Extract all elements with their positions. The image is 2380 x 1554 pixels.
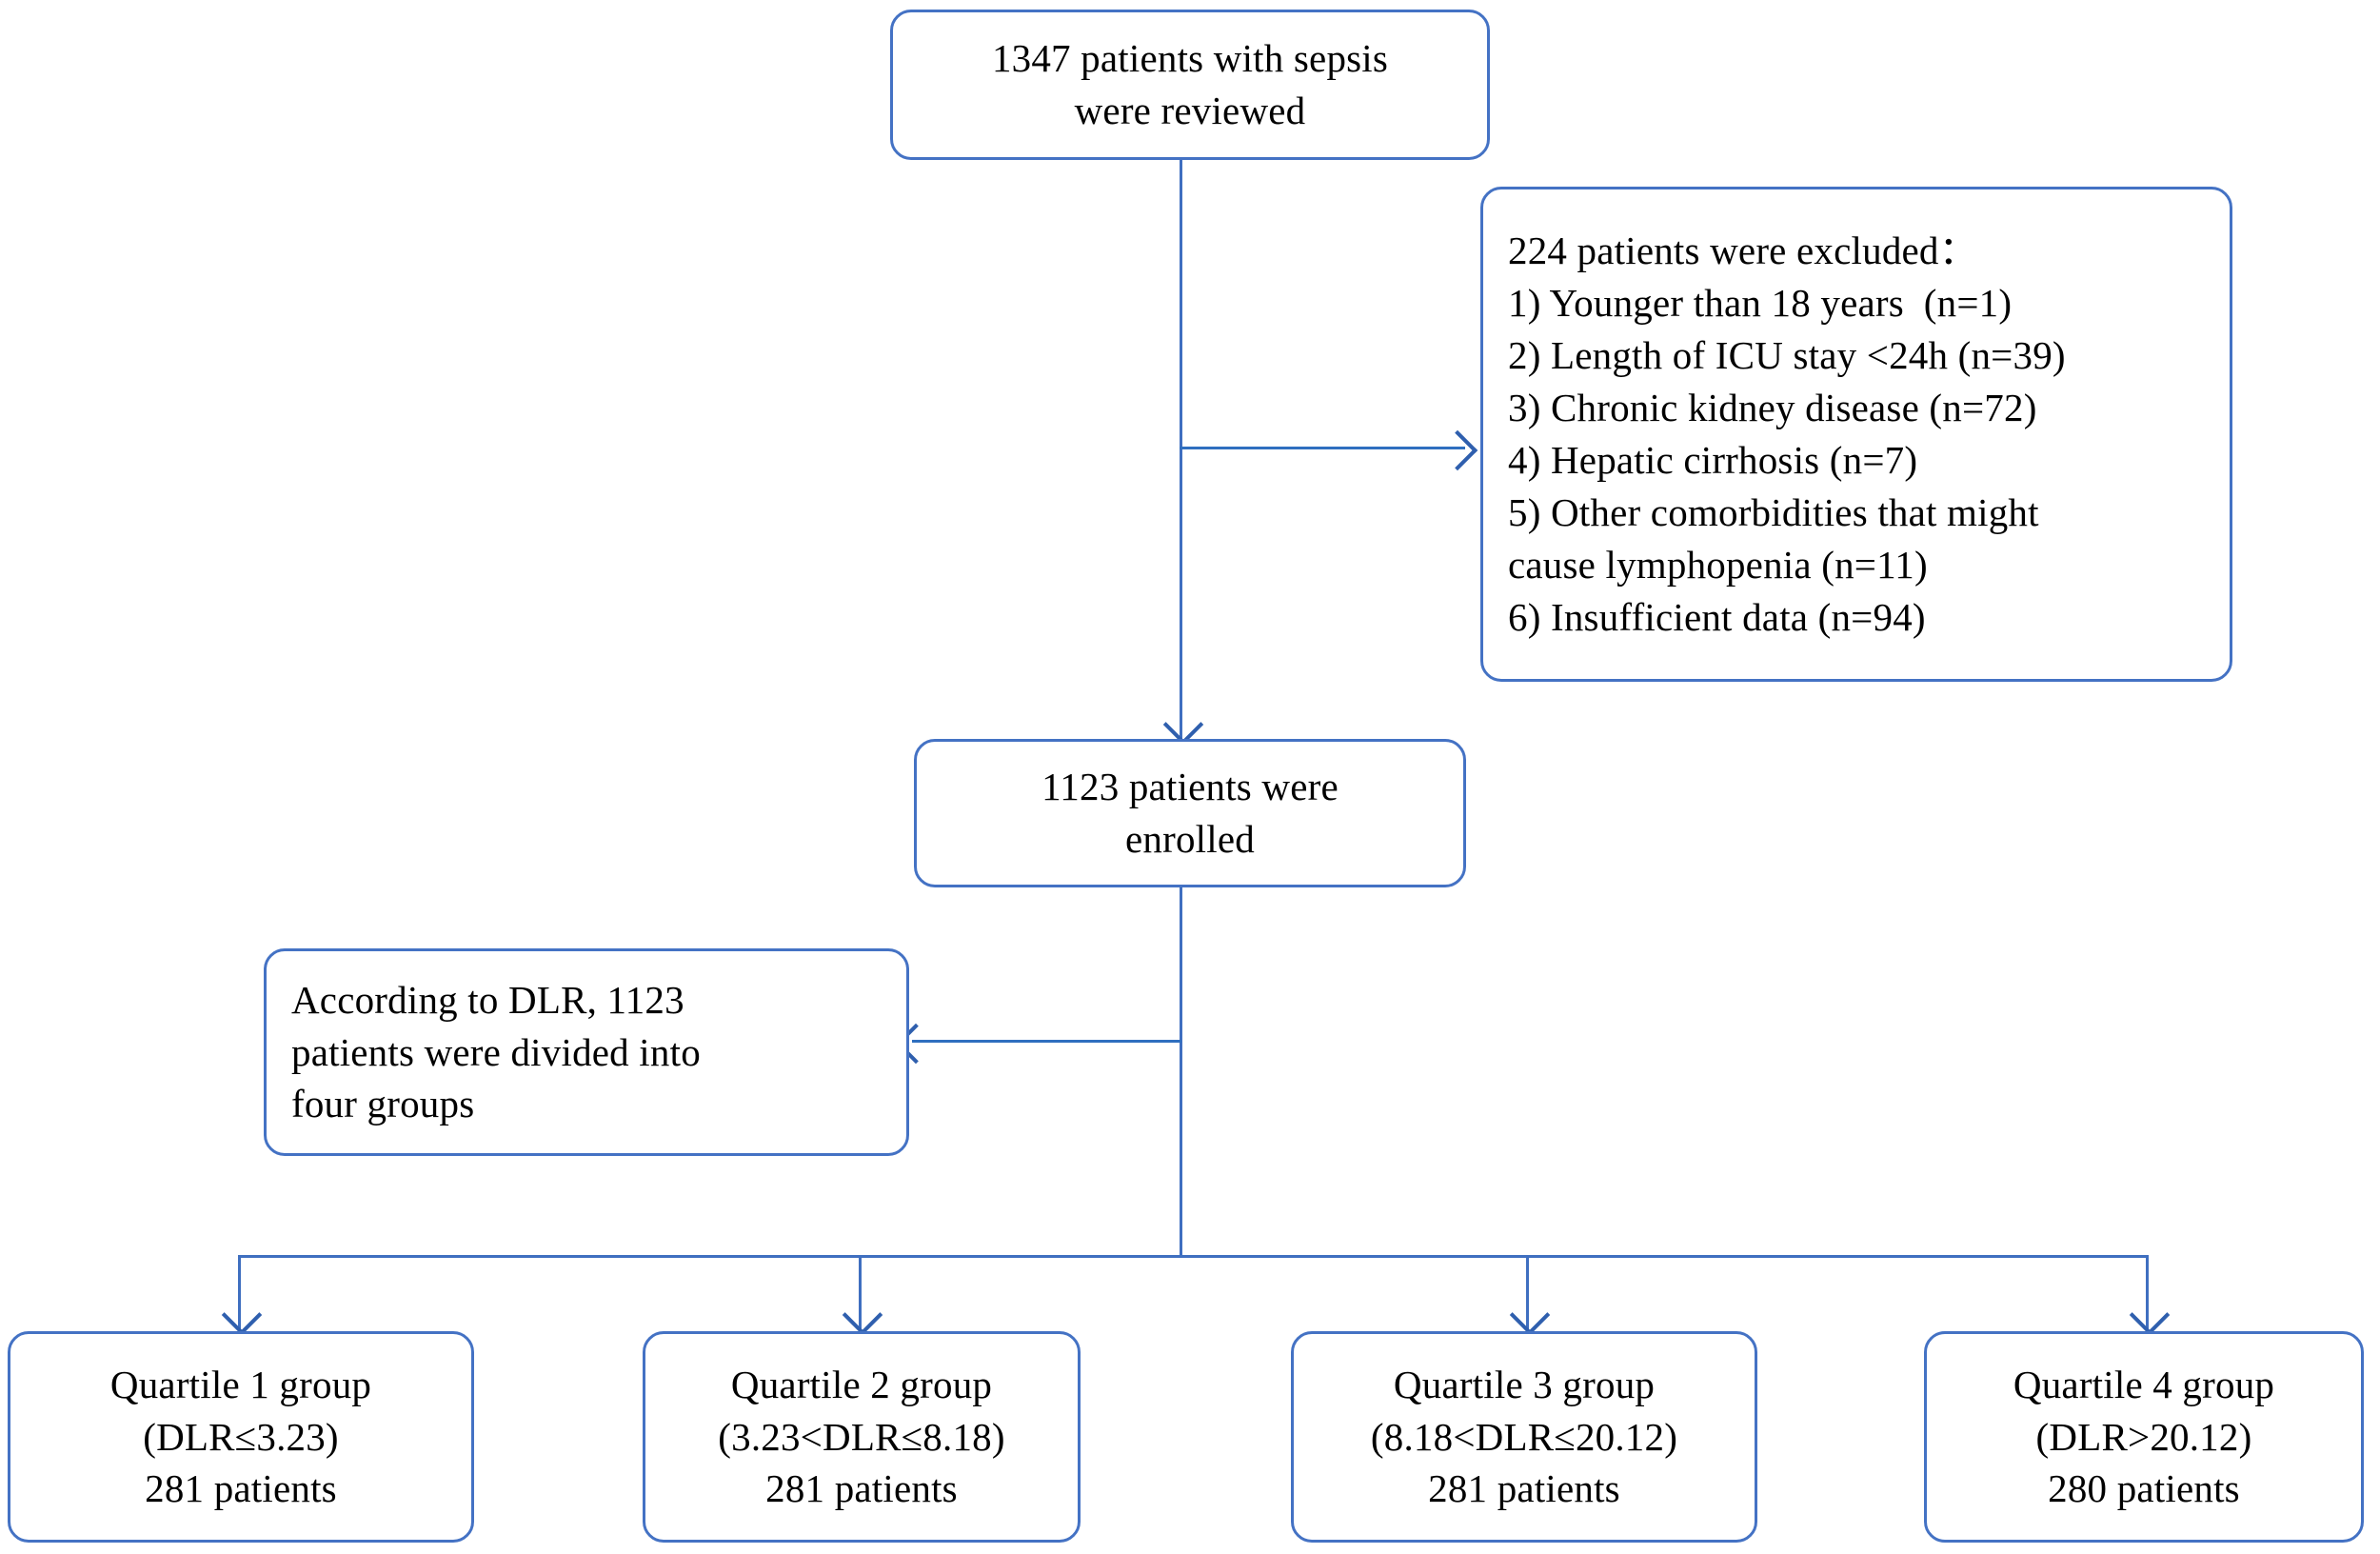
- node-quartile-2: Quartile 2 group (3.23<DLR≤8.18) 281 pat…: [643, 1331, 1081, 1543]
- quartile-2-title: Quartile 2 group: [730, 1362, 993, 1406]
- exclusion-item-4: 4) Hepatic cirrhosis (n=7): [1508, 438, 1918, 482]
- quartile-3-title: Quartile 3 group: [1393, 1362, 1656, 1406]
- node-patients-reviewed-line-1: 1347 patients with sepsis: [991, 36, 1389, 81]
- arrowhead-down-quartile-4: [2129, 1294, 2171, 1336]
- connector-drop-quartile-4: [2146, 1255, 2149, 1331]
- node-quartile-4: Quartile 4 group (DLR>20.12) 280 patient…: [1924, 1331, 2364, 1543]
- quartile-3-patients: 281 patients: [1428, 1466, 1620, 1511]
- connector-drop-quartile-3: [1526, 1255, 1529, 1331]
- exclusion-item-5-cont: cause lymphopenia (n=11): [1508, 542, 1928, 587]
- arrowhead-right-exclusions: [1437, 429, 1478, 471]
- node-patients-reviewed: 1347 patients with sepsis were reviewed: [890, 10, 1490, 160]
- quartile-1-title: Quartile 1 group: [109, 1362, 372, 1406]
- connector-to-grouping: [912, 1040, 1181, 1043]
- arrowhead-down-quartile-2: [842, 1294, 883, 1336]
- node-exclusion-criteria: 224 patients were excluded： 1) Younger t…: [1480, 187, 2232, 682]
- exclusion-item-3: 3) Chronic kidney disease (n=72): [1508, 386, 2037, 430]
- node-patients-enrolled-line-1: 1123 patients were: [1041, 765, 1339, 809]
- connector-enrolled-to-branch: [1180, 887, 1182, 1257]
- quartile-1-patients: 281 patients: [145, 1466, 337, 1511]
- arrowhead-down-quartile-1: [221, 1294, 263, 1336]
- quartile-4-title: Quartile 4 group: [2013, 1362, 2275, 1406]
- quartile-3-range: (8.18<DLR≤20.12): [1370, 1414, 1678, 1459]
- connector-drop-quartile-1: [238, 1255, 241, 1331]
- connector-to-exclusions: [1180, 447, 1465, 449]
- exclusion-item-6: 6) Insufficient data (n=94): [1508, 594, 1926, 639]
- exclusion-item-1: 1) Younger than 18 years (n=1): [1508, 281, 2013, 326]
- node-quartile-3: Quartile 3 group (8.18<DLR≤20.12) 281 pa…: [1291, 1331, 1757, 1543]
- grouping-line-1: According to DLR, 1123: [291, 977, 684, 1022]
- quartile-2-patients: 281 patients: [765, 1466, 958, 1511]
- grouping-line-2: patients were divided into: [291, 1029, 701, 1074]
- connector-reviewed-to-enrolled: [1180, 160, 1182, 741]
- node-grouping-rule: According to DLR, 1123 patients were div…: [264, 948, 909, 1156]
- node-patients-reviewed-line-2: were reviewed: [1074, 89, 1306, 132]
- quartile-4-range: (DLR>20.12): [2035, 1414, 2252, 1459]
- arrowhead-down-quartile-3: [1509, 1294, 1551, 1336]
- quartile-4-patients: 280 patients: [2048, 1466, 2240, 1511]
- exclusion-item-2: 2) Length of ICU stay <24h (n=39): [1508, 333, 2066, 378]
- exclusion-item-5: 5) Other comorbidities that might: [1508, 489, 2039, 534]
- connector-branch-bar: [238, 1255, 2149, 1258]
- node-patients-enrolled: 1123 patients were enrolled: [914, 739, 1466, 887]
- quartile-2-range: (3.23<DLR≤8.18): [718, 1414, 1005, 1459]
- quartile-1-range: (DLR≤3.23): [143, 1414, 339, 1459]
- grouping-line-3: four groups: [291, 1082, 475, 1126]
- node-patients-enrolled-line-2: enrolled: [1125, 817, 1255, 861]
- exclusion-heading: 224 patients were excluded：: [1508, 229, 1978, 273]
- connector-drop-quartile-2: [859, 1255, 862, 1331]
- node-quartile-1: Quartile 1 group (DLR≤3.23) 281 patients: [8, 1331, 474, 1543]
